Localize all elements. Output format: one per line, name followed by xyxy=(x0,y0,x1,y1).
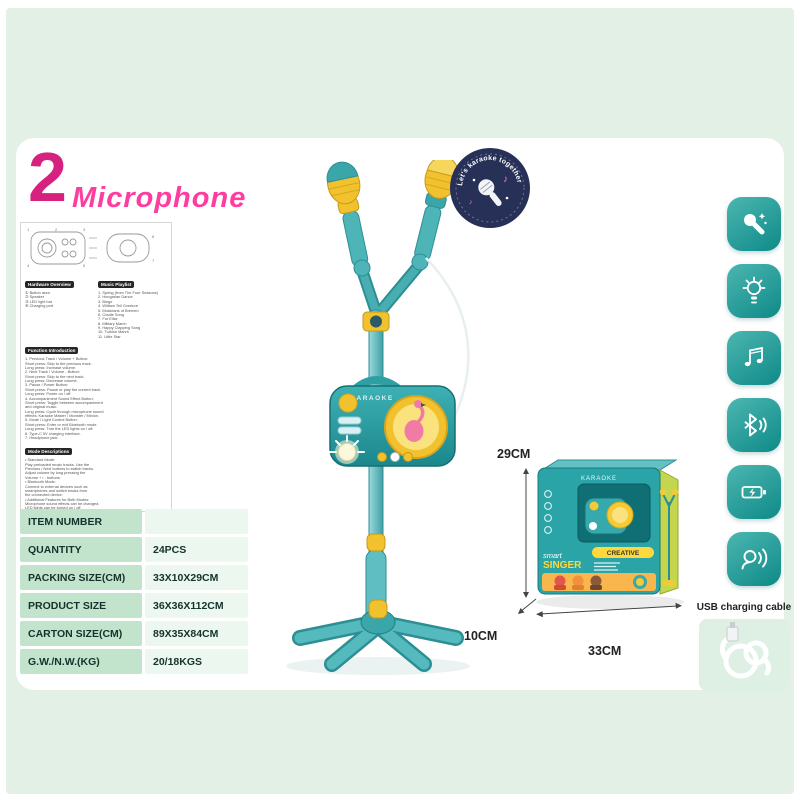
bluetooth-audio-icon xyxy=(727,398,781,452)
battery-charging-icon xyxy=(727,465,781,519)
box-height-dimension: 29CM xyxy=(497,447,531,461)
spec-value-cell: 33X10X29CM xyxy=(145,565,248,590)
manual-section-body: ① Button area ② Speaker ③ LED light bar … xyxy=(25,290,54,309)
svg-text:5: 5 xyxy=(83,263,86,268)
spec-label-cell: G.W./N.W.(KG) xyxy=(20,649,142,674)
instruction-manual: 1 2 3 4 5 6 7 Hardware Overview ① Button are… xyxy=(20,222,172,512)
svg-text:6: 6 xyxy=(152,234,155,239)
spec-value-cell xyxy=(145,509,248,534)
svg-text:3: 3 xyxy=(83,227,86,232)
spec-label-cell: CARTON SIZE(CM) xyxy=(20,621,142,646)
right-microphone xyxy=(414,160,459,262)
box-logo-text: KARAOKE xyxy=(581,476,617,482)
usb-cable-image xyxy=(699,618,789,691)
usb-cable-panel: USB charging cable xyxy=(694,602,794,691)
flamingo-graphic xyxy=(404,420,424,442)
svg-text:2: 2 xyxy=(55,227,58,232)
microphone-cable xyxy=(425,257,470,419)
spec-value-cell: 36X36X112CM xyxy=(145,593,248,618)
player-logo-text: KARAOKE xyxy=(350,395,393,402)
manual-section-header: Mode Descriptions xyxy=(25,448,73,456)
feature-icon-column xyxy=(727,197,781,586)
svg-text:7: 7 xyxy=(152,258,155,263)
spec-value-cell: 89X35X84CM xyxy=(145,621,248,646)
box-singer-text: SINGER xyxy=(543,560,582,571)
led-light xyxy=(338,443,356,461)
manual-section-header: Function Introduction xyxy=(25,347,79,355)
light-icon xyxy=(727,264,781,318)
badge-mic-icon xyxy=(478,179,502,207)
title-number: 2 xyxy=(28,138,67,216)
microphone-stand-illustration: KARAOKE xyxy=(286,160,470,675)
box-creative-text: CREATIVE xyxy=(607,550,640,557)
karaoke-mic-icon xyxy=(727,197,781,251)
music-player-unit: KARAOKE xyxy=(329,385,456,467)
svg-text:1: 1 xyxy=(27,227,30,232)
spec-label-cell: ITEM NUMBER xyxy=(20,509,142,534)
spec-label-cell: PACKING SIZE(CM) xyxy=(20,565,142,590)
spec-label-cell: PRODUCT SIZE xyxy=(20,593,142,618)
manual-section-header: Music Playlist xyxy=(98,281,135,288)
manual-section-body: • Standard Mode: Play preloaded music tr… xyxy=(25,457,100,511)
device-diagram: 1 2 3 4 5 6 7 xyxy=(27,227,155,268)
voice-icon xyxy=(727,532,781,586)
packaging-box: KARAOKE smart SINGER CREATIVE xyxy=(518,459,684,618)
usb-cable-label: USB charging cable xyxy=(696,602,792,613)
left-microphone xyxy=(326,161,369,267)
spec-label-cell: QUANTITY xyxy=(20,537,142,562)
music-notes-icon xyxy=(727,331,781,385)
manual-section-body: 1. Previous Track / Volume + Button: Sho… xyxy=(25,356,104,440)
spec-table: ITEM NUMBER QUANTITY 24PCS PACKING SIZE(… xyxy=(20,509,248,674)
music-note-icon: ♪ xyxy=(503,174,508,185)
svg-text:4: 4 xyxy=(27,263,30,268)
karaoke-badge: Let's karaoke together ♪ ♪ xyxy=(450,148,530,228)
spec-value-cell: 20/18KGS xyxy=(145,649,248,674)
box-depth-dimension: 10CM xyxy=(464,629,498,643)
height-adjust-collar xyxy=(366,533,386,552)
box-smart-text: smart xyxy=(543,551,563,560)
music-note-icon: ♪ xyxy=(469,199,473,206)
title-word: Microphone xyxy=(72,182,247,214)
manual-section-body: 1. Spring (from The Four Seasons) 2. Hun… xyxy=(98,290,159,339)
manual-section-header: Hardware Overview xyxy=(25,281,74,288)
box-width-dimension: 33CM xyxy=(588,644,622,658)
spec-value-cell: 24PCS xyxy=(145,537,248,562)
